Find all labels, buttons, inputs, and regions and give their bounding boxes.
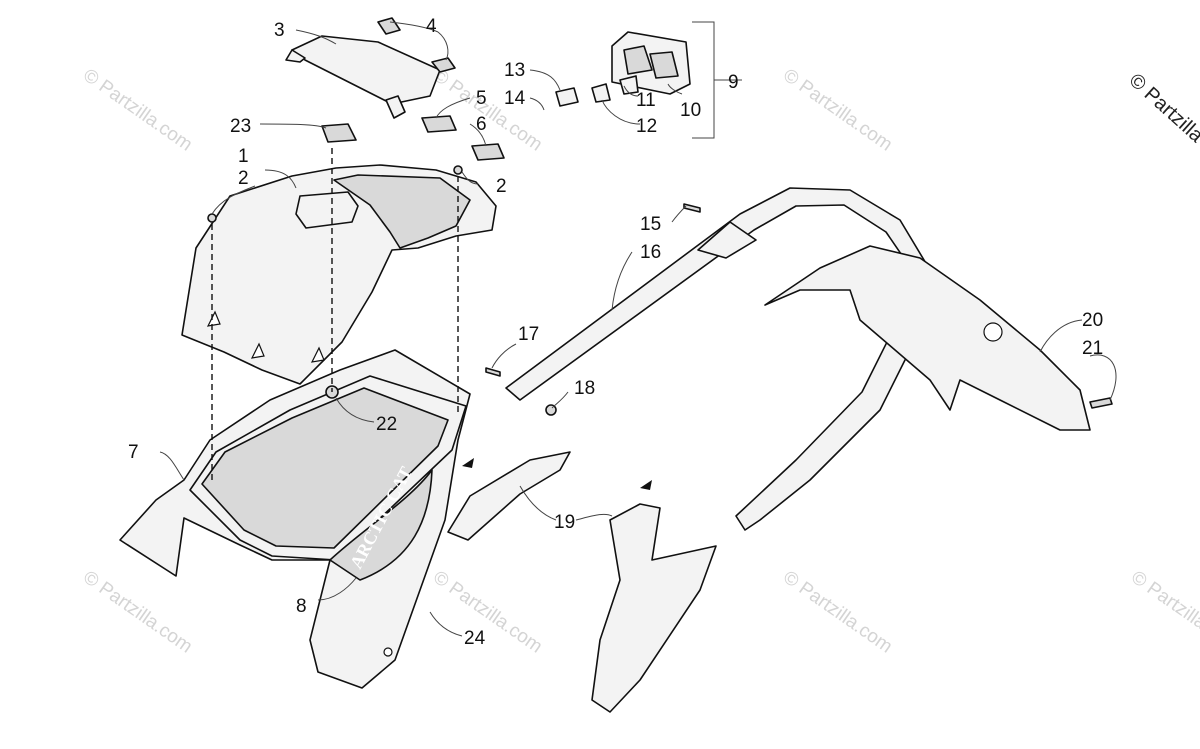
part-3-cover-plate bbox=[285, 35, 441, 119]
callout-4: 4 bbox=[426, 16, 437, 37]
callout-14: 14 bbox=[504, 88, 526, 109]
copyright-corner-text: © Partzilla bbox=[1125, 69, 1200, 147]
callout-23: 23 bbox=[230, 116, 251, 137]
callout-5: 5 bbox=[476, 88, 487, 109]
callout-11: 11 bbox=[636, 90, 656, 111]
part-19-side-rails bbox=[447, 451, 717, 713]
callout-21: 21 bbox=[1082, 338, 1103, 359]
callout-10: 10 bbox=[680, 100, 701, 121]
callout-16: 16 bbox=[640, 242, 661, 263]
callout-6: 6 bbox=[476, 114, 487, 135]
part-1-hood bbox=[181, 164, 497, 385]
watermark: © Partzilla.com bbox=[429, 65, 546, 156]
callout-12: 12 bbox=[636, 116, 657, 137]
watermark: © Partzilla.com bbox=[429, 567, 546, 658]
callout-15: 15 bbox=[640, 214, 661, 235]
arrow-marker bbox=[640, 480, 652, 490]
callout-1: 1 bbox=[238, 146, 249, 167]
callout-22: 22 bbox=[376, 414, 397, 435]
callout-20: 20 bbox=[1082, 310, 1103, 331]
callout-8: 8 bbox=[296, 596, 307, 617]
decals-small bbox=[321, 115, 505, 161]
arrow-marker bbox=[462, 458, 474, 468]
callout-19: 19 bbox=[554, 512, 575, 533]
watermark: © Partzilla.com bbox=[779, 567, 896, 658]
callout-13: 13 bbox=[504, 60, 525, 81]
callout-18: 18 bbox=[574, 378, 595, 399]
callout-7: 7 bbox=[128, 442, 139, 463]
callout-24: 24 bbox=[464, 628, 486, 649]
watermark: © Partzilla.com bbox=[1127, 567, 1200, 658]
part-20-rear-flap bbox=[764, 245, 1091, 431]
callout-labels: 1 2 2 3 4 5 6 7 8 9 10 11 12 13 14 15 16… bbox=[128, 16, 1103, 649]
callout-2-left: 2 bbox=[238, 168, 249, 189]
watermark: © Partzilla.com bbox=[79, 567, 196, 658]
callout-17: 17 bbox=[518, 324, 539, 345]
fasteners bbox=[207, 165, 1113, 416]
part-16-grab-bar bbox=[505, 187, 931, 531]
callout-3: 3 bbox=[274, 20, 285, 41]
taillight-assembly bbox=[555, 31, 691, 107]
assembly-lines bbox=[211, 148, 459, 480]
leader-lines bbox=[159, 21, 1117, 637]
watermark: © Partzilla.com bbox=[79, 65, 196, 156]
watermark: © Partzilla.com bbox=[779, 65, 896, 156]
part-7-8-storage-tub: ARCTIC CAT bbox=[119, 349, 471, 689]
callout-9: 9 bbox=[728, 72, 739, 93]
callout-2-right: 2 bbox=[496, 176, 507, 197]
